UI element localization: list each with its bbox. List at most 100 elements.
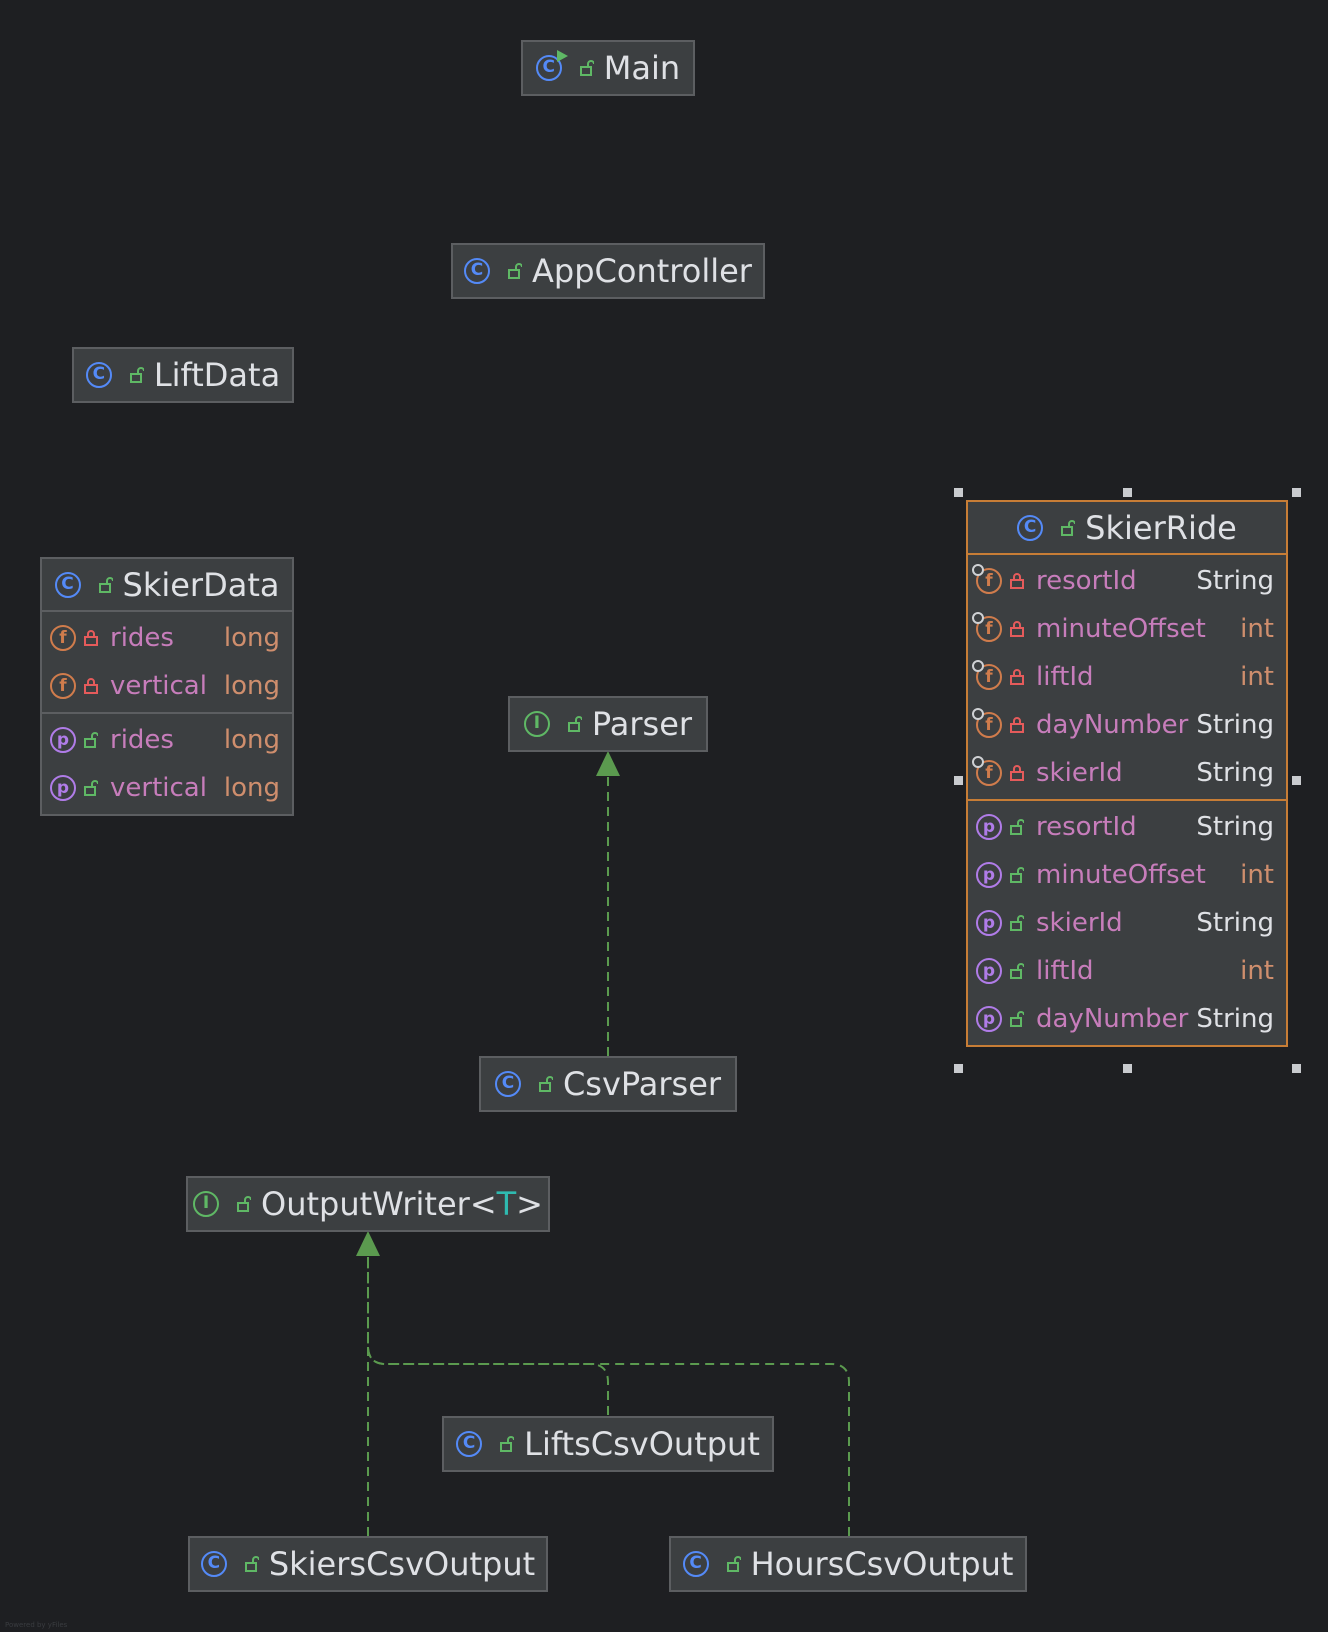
footer-credit: Powered by yFiles (5, 1621, 68, 1629)
property-name: skierId (1036, 908, 1123, 938)
field-type: int (1240, 614, 1274, 644)
field-name: resortId (1036, 566, 1137, 596)
field-type: long (223, 623, 280, 653)
class-liftscsvoutput-header: C LiftsCsvOutput (444, 1418, 772, 1469)
class-runnable-icon: C (535, 49, 568, 81)
class-appcontroller-header: C AppController (453, 245, 763, 296)
property-row[interactable]: p dayNumber String (968, 995, 1286, 1043)
property-row[interactable]: p minuteOffset int (968, 851, 1286, 899)
private-lock-icon (1010, 669, 1024, 685)
class-hourscsvoutput[interactable]: C HoursCsvOutput (669, 1536, 1027, 1592)
class-icon: C (494, 1070, 521, 1097)
edge-hourscsv-outputwriter (367, 1252, 850, 1536)
class-main-header: C Main (523, 42, 693, 93)
class-name: AppController (532, 251, 752, 290)
field-type: String (1196, 758, 1274, 788)
public-lock-icon (500, 1435, 515, 1452)
class-liftdata[interactable]: C LiftData (72, 347, 294, 403)
type-parameter: T (496, 1184, 517, 1223)
field-name: dayNumber (1036, 710, 1189, 740)
field-row[interactable]: f minuteOffset int (968, 605, 1286, 653)
class-skierride[interactable]: C SkierRide f resortId String f minuteOf… (966, 500, 1288, 1047)
public-lock-icon (579, 59, 594, 76)
class-skierride-header: C SkierRide (968, 502, 1286, 555)
property-row[interactable]: p resortId String (968, 803, 1286, 851)
private-lock-icon (1010, 717, 1024, 733)
interface-icon: I (193, 1190, 220, 1217)
property-row[interactable]: p skierId String (968, 899, 1286, 947)
property-row[interactable]: p vertical long (42, 764, 292, 812)
class-skierdata[interactable]: C SkierData f rides long f vertical long… (40, 557, 294, 816)
resize-handle-w[interactable] (954, 776, 963, 785)
properties-section: p resortId String p minuteOffset int p s… (968, 799, 1286, 1045)
resize-handle-e[interactable] (1292, 776, 1301, 785)
interface-parser[interactable]: I Parser (508, 696, 708, 752)
class-liftscsvoutput[interactable]: C LiftsCsvOutput (442, 1416, 774, 1472)
field-row[interactable]: f rides long (42, 614, 292, 662)
property-row[interactable]: p liftId int (968, 947, 1286, 995)
public-lock-icon (1010, 819, 1024, 835)
field-row[interactable]: f vertical long (42, 662, 292, 710)
resize-handle-s[interactable] (1123, 1064, 1132, 1073)
property-name: vertical (110, 773, 207, 803)
field-row[interactable]: f liftId int (968, 653, 1286, 701)
field-type: String (1196, 566, 1274, 596)
class-icon: C (464, 257, 491, 284)
field-name: vertical (110, 671, 207, 701)
property-type: String (1196, 812, 1274, 842)
resize-handle-ne[interactable] (1292, 488, 1301, 497)
property-name: dayNumber (1036, 1004, 1189, 1034)
property-type: int (1240, 956, 1274, 986)
private-lock-icon (84, 630, 98, 646)
class-main[interactable]: C Main (521, 40, 695, 96)
interface-outputwriter[interactable]: I OutputWriter<T> (186, 1176, 550, 1232)
class-skierscsvoutput[interactable]: C SkiersCsvOutput (188, 1536, 548, 1592)
private-lock-icon (1010, 621, 1024, 637)
public-lock-icon (129, 366, 144, 383)
resize-handle-nw[interactable] (954, 488, 963, 497)
class-name: CsvParser (562, 1064, 722, 1103)
field-row[interactable]: f resortId String (968, 557, 1286, 605)
property-type: long (223, 773, 280, 803)
class-name: LiftData (153, 355, 281, 394)
field-row[interactable]: f skierId String (968, 749, 1286, 797)
property-name: rides (110, 725, 174, 755)
class-name: LiftsCsvOutput (524, 1424, 760, 1463)
resize-handle-n[interactable] (1123, 488, 1132, 497)
field-name: rides (110, 623, 174, 653)
class-csvparser[interactable]: C CsvParser (479, 1056, 737, 1112)
public-lock-icon (508, 262, 523, 279)
class-hourscsvoutput-header: C HoursCsvOutput (671, 1538, 1025, 1589)
property-icon: p (976, 958, 1002, 984)
class-name: Main (603, 48, 681, 87)
property-icon: p (976, 910, 1002, 936)
public-lock-icon (567, 715, 582, 732)
fields-section: f rides long f vertical long (42, 612, 292, 712)
interface-parser-header: I Parser (510, 698, 706, 749)
class-appcontroller[interactable]: C AppController (451, 243, 765, 299)
edge-liftscsv-outputwriter (367, 1252, 609, 1415)
property-type: int (1240, 860, 1274, 890)
field-name: skierId (1036, 758, 1123, 788)
public-lock-icon (1010, 867, 1024, 883)
interface-icon: I (523, 710, 550, 737)
public-lock-icon (1010, 1011, 1024, 1027)
class-csvparser-header: C CsvParser (481, 1058, 735, 1109)
field-type: int (1240, 662, 1274, 692)
public-lock-icon (244, 1555, 259, 1572)
class-icon: C (200, 1550, 227, 1577)
property-type: String (1196, 908, 1274, 938)
class-name: HoursCsvOutput (750, 1544, 1014, 1583)
property-type: long (223, 725, 280, 755)
resize-handle-sw[interactable] (954, 1064, 963, 1073)
resize-handle-se[interactable] (1292, 1064, 1301, 1073)
final-field-icon: f (972, 564, 1002, 594)
field-row[interactable]: f dayNumber String (968, 701, 1286, 749)
public-lock-icon (84, 732, 98, 748)
private-lock-icon (1010, 765, 1024, 781)
class-skierdata-header: C SkierData (42, 559, 292, 612)
property-row[interactable]: p rides long (42, 716, 292, 764)
public-lock-icon (1010, 963, 1024, 979)
field-name: liftId (1036, 662, 1094, 692)
